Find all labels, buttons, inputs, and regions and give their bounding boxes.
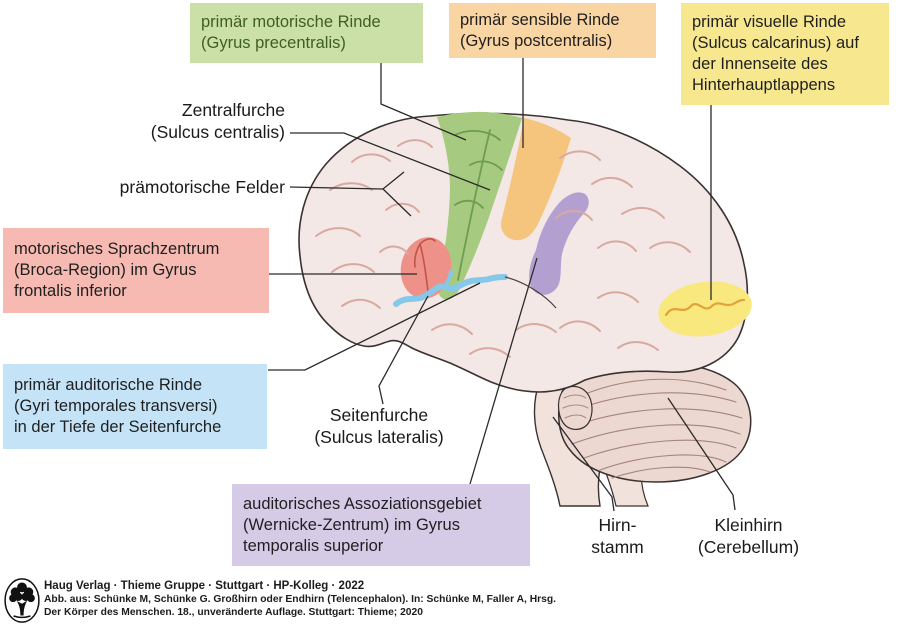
leader-lines — [267, 57, 736, 512]
callout-broca-area: motorisches Sprachzentrum (Broca-Region)… — [3, 228, 269, 313]
leader-motor — [380, 62, 467, 141]
leader-auditory — [268, 282, 481, 371]
leader-premotor — [289, 171, 412, 217]
thieme-tree-logo — [4, 578, 40, 623]
region-broca-area — [400, 237, 452, 299]
leader-brainstem — [552, 416, 615, 512]
broca-sulcus-lines — [413, 238, 436, 293]
label-premotor-fields: prämotorische Felder — [119, 177, 285, 197]
label-central-sulcus: Zentralfurche (Sulcus centralis) — [150, 100, 285, 142]
label-cerebellum: Kleinhirn (Cerebellum) — [697, 515, 800, 557]
attribution-line1: Haug Verlag · Thieme Gruppe · Stuttgart … — [44, 580, 365, 592]
cerebrum-outline — [298, 112, 749, 393]
region-wernicke-area — [529, 192, 589, 295]
leader-wernicke — [469, 257, 538, 485]
motor-cortex-sulci-lines — [454, 129, 503, 281]
callout-primary-visual-cortex: primär visuelle Rinde (Sulcus calcarinus… — [681, 3, 889, 105]
attribution-line3: Der Körper des Menschen. 18., unveränder… — [44, 607, 423, 618]
region-primary-sensory-cortex — [501, 118, 571, 241]
label-brainstem: Hirn- stamm — [591, 515, 644, 557]
callout-primary-visual-cortex-text: primär visuelle Rinde (Sulcus calcarinus… — [692, 13, 859, 94]
calcarine-sulcus-line — [664, 298, 746, 317]
flocculus-stripes — [562, 394, 589, 419]
callout-primary-auditory-cortex: primär auditorische Rinde (Gyri temporal… — [3, 364, 267, 449]
posterior-sulcus-line — [504, 276, 557, 309]
attribution: Haug Verlag · Thieme Gruppe · Stuttgart … — [44, 579, 556, 619]
leader-central-sulcus — [290, 132, 491, 191]
callout-primary-auditory-cortex-text: primär auditorische Rinde (Gyri temporal… — [14, 376, 222, 436]
callout-primary-motor-cortex: primär motorische Rinde (Gyrus precentra… — [190, 3, 423, 63]
leader-lateral-sulcus — [378, 295, 429, 405]
callout-primary-sensory-cortex-text: primär sensible Rinde (Gyrus postcentral… — [460, 10, 620, 50]
callout-primary-motor-cortex-text: primär motorische Rinde (Gyrus precentra… — [201, 13, 381, 52]
lateral-sulcus-branch — [442, 270, 453, 290]
callout-broca-area-text: motorisches Sprachzentrum (Broca-Region)… — [14, 240, 220, 300]
attribution-line2: Abb. aus: Schünke M, Schünke G. Großhirn… — [44, 594, 557, 605]
label-lateral-sulcus: Seitenfurche (Sulcus lateralis) — [314, 405, 444, 447]
callout-primary-sensory-cortex: primär sensible Rinde (Gyrus postcentral… — [449, 3, 656, 58]
callout-wernicke-area-text: auditorisches Assoziationsgebiet (Wernic… — [243, 494, 482, 555]
callout-wernicke-area: auditorisches Assoziationsgebiet (Wernic… — [232, 484, 530, 566]
lateral-sulcus-line — [393, 274, 508, 307]
leader-cerebellum — [667, 397, 736, 511]
